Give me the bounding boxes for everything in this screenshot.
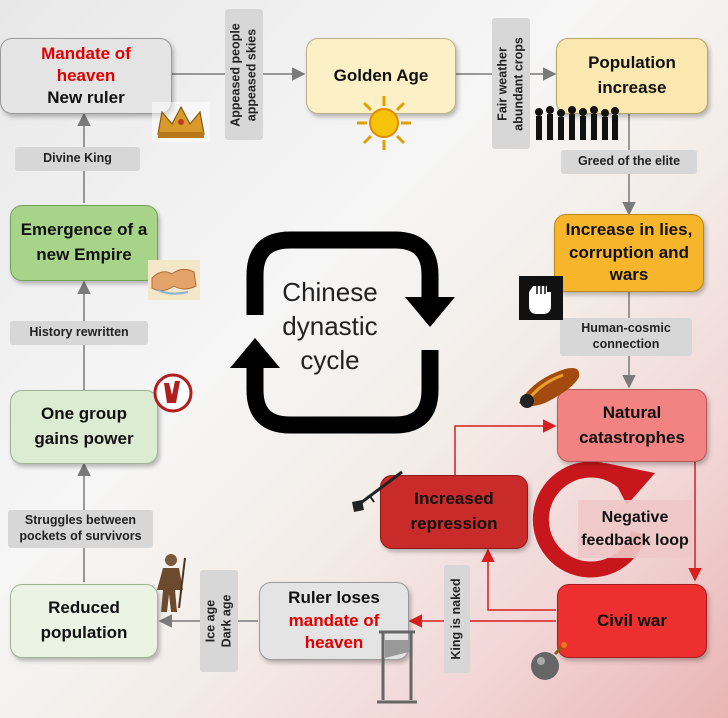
- edge-label-divine-king: Divine King: [15, 147, 140, 171]
- loop-arrow-icon: [532, 461, 655, 578]
- edge-civil-repression: [481, 548, 556, 611]
- map-icon: [148, 260, 200, 300]
- node-text: catastrophes: [579, 427, 685, 447]
- node-text: new Empire: [36, 245, 132, 264]
- node-text: Ruler loses: [288, 587, 380, 607]
- edge-label-history: History rewritten: [10, 321, 148, 345]
- node-text: mandate of: [288, 610, 380, 630]
- rifle-icon: [352, 470, 403, 512]
- crowd-icon: [535, 106, 619, 140]
- soldier-icon: [157, 554, 186, 612]
- node-text: Civil war: [597, 610, 667, 630]
- node-negative-feedback-loop[interactable]: Negative feedback loop: [578, 500, 692, 558]
- edge-label-text: connection: [592, 337, 660, 351]
- node-natural-catastrophes[interactable]: Natural catastrophes: [557, 389, 707, 462]
- node-text: Golden Age: [333, 65, 429, 85]
- cycle-title-line: dynastic: [282, 310, 378, 341]
- node-text: Population: [588, 53, 676, 73]
- node-text: heaven: [56, 65, 116, 85]
- crown-icon: [152, 102, 210, 142]
- node-text: Natural: [602, 402, 662, 422]
- node-mandate-new-ruler[interactable]: Mandate of heaven New ruler: [0, 38, 172, 114]
- cycle-title: Chinese dynastic cycle: [270, 276, 390, 377]
- edge-repression-natural: [454, 419, 557, 475]
- node-text: Increased: [414, 489, 494, 509]
- node-increased-repression[interactable]: Increased repression: [380, 475, 528, 549]
- node-text: corruption and: [569, 242, 689, 262]
- node-one-group-gains-power[interactable]: One group gains power: [10, 390, 158, 464]
- node-text: Reduced: [48, 598, 120, 618]
- node-text: Negative: [601, 508, 669, 526]
- node-text: population: [40, 623, 128, 642]
- node-lies-corruption-wars[interactable]: Increase in lies, corruption and wars: [554, 214, 704, 292]
- edge-label-text: Dark age: [219, 594, 233, 648]
- sun-icon: [357, 96, 411, 150]
- node-reduced-population[interactable]: Reduced population: [10, 584, 158, 658]
- edge-label-text: pockets of survivors: [19, 529, 142, 543]
- node-civil-war[interactable]: Civil war: [557, 584, 707, 658]
- edge-label-text: appeased skies: [244, 28, 258, 121]
- node-text: One group: [41, 404, 127, 424]
- node-text: gains power: [34, 429, 134, 448]
- node-text: repression: [410, 514, 498, 533]
- node-population-increase[interactable]: Population increase: [556, 38, 708, 114]
- edge-label-appeased: Appeased people appeased skies: [225, 9, 263, 140]
- cycle-title-line: cycle: [300, 344, 360, 375]
- edge-label-ice-age: Ice age Dark age: [200, 570, 238, 672]
- edge-label-human-cosmic: Human-cosmic connection: [560, 318, 692, 356]
- cycle-title-line: Chinese: [282, 277, 378, 307]
- edge-label-text: Fair weather: [495, 46, 510, 121]
- edge-label-greed: Greed of the elite: [561, 150, 697, 174]
- node-text: Mandate of: [41, 43, 131, 63]
- node-text: feedback loop: [581, 532, 689, 549]
- guillotine-icon: [377, 630, 417, 704]
- node-text: Emergence of a: [20, 220, 148, 240]
- node-text: increase: [597, 78, 667, 97]
- edge-label-text: Human-cosmic: [581, 321, 671, 336]
- edge-label-text: abundant crops: [511, 36, 525, 131]
- node-text: New ruler: [47, 88, 125, 108]
- node-text: Increase in lies,: [565, 219, 693, 239]
- cycle-arrows-icon: [230, 231, 455, 434]
- victory-icon: [153, 373, 193, 413]
- edge-label-struggles: Struggles between pockets of survivors: [8, 510, 153, 548]
- edge-label-king-naked: King is naked: [444, 565, 470, 673]
- edge-label-text: Appeased people: [228, 22, 243, 127]
- bomb-icon: [531, 642, 567, 680]
- edge-label-text: Struggles between: [24, 513, 137, 528]
- edge-label-text: Ice age: [203, 599, 218, 643]
- fist-icon: [519, 276, 563, 320]
- meteor-icon: [519, 368, 580, 408]
- node-text: wars: [609, 265, 649, 285]
- node-emergence-new-empire[interactable]: Emergence of a new Empire: [10, 205, 158, 281]
- edge-label-fair-weather: Fair weather abundant crops: [492, 18, 530, 149]
- node-text: heaven: [304, 633, 364, 653]
